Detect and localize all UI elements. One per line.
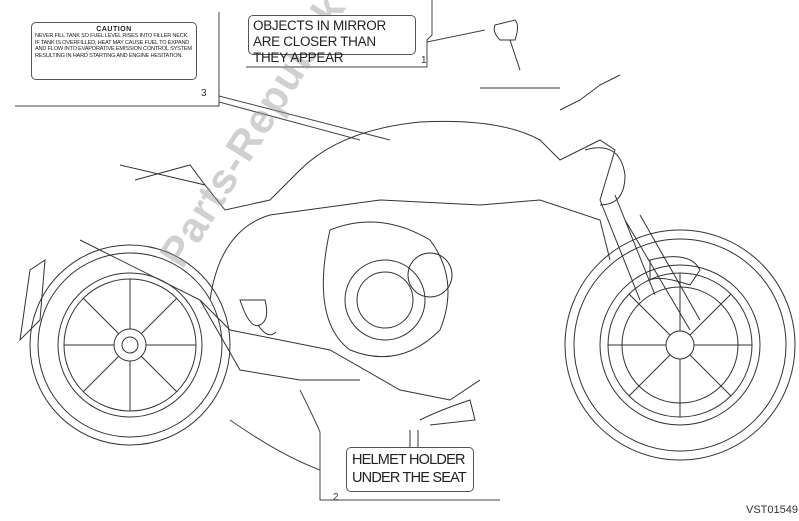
caution-heading: CAUTION <box>96 26 132 33</box>
callout-number-1: 1 <box>421 55 427 66</box>
callout-number-3: 3 <box>201 88 207 99</box>
leader-lines <box>15 0 500 501</box>
drawing-code: VST01549 <box>746 504 798 516</box>
front-wheel <box>564 229 796 461</box>
mirror-warning-label: OBJECTS IN MIRROR ARE CLOSER THAN THEY A… <box>248 15 416 65</box>
caution-body: NEVER FILL TANK SO FUEL LEVEL RISES INTO… <box>35 33 192 59</box>
mirror-warning-text: OBJECTS IN MIRROR ARE CLOSER THAN THEY A… <box>253 18 386 65</box>
rear-wheel <box>29 244 231 446</box>
frame-and-body <box>19 19 701 448</box>
helmet-holder-label: HELMET HOLDER UNDER THE SEAT <box>346 447 474 492</box>
caution-label: CAUTION NEVER FILL TANK SO FUEL LEVEL RI… <box>31 22 197 80</box>
callout-number-2: 2 <box>333 492 339 503</box>
helmet-holder-text: HELMET HOLDER UNDER THE SEAT <box>352 452 467 486</box>
